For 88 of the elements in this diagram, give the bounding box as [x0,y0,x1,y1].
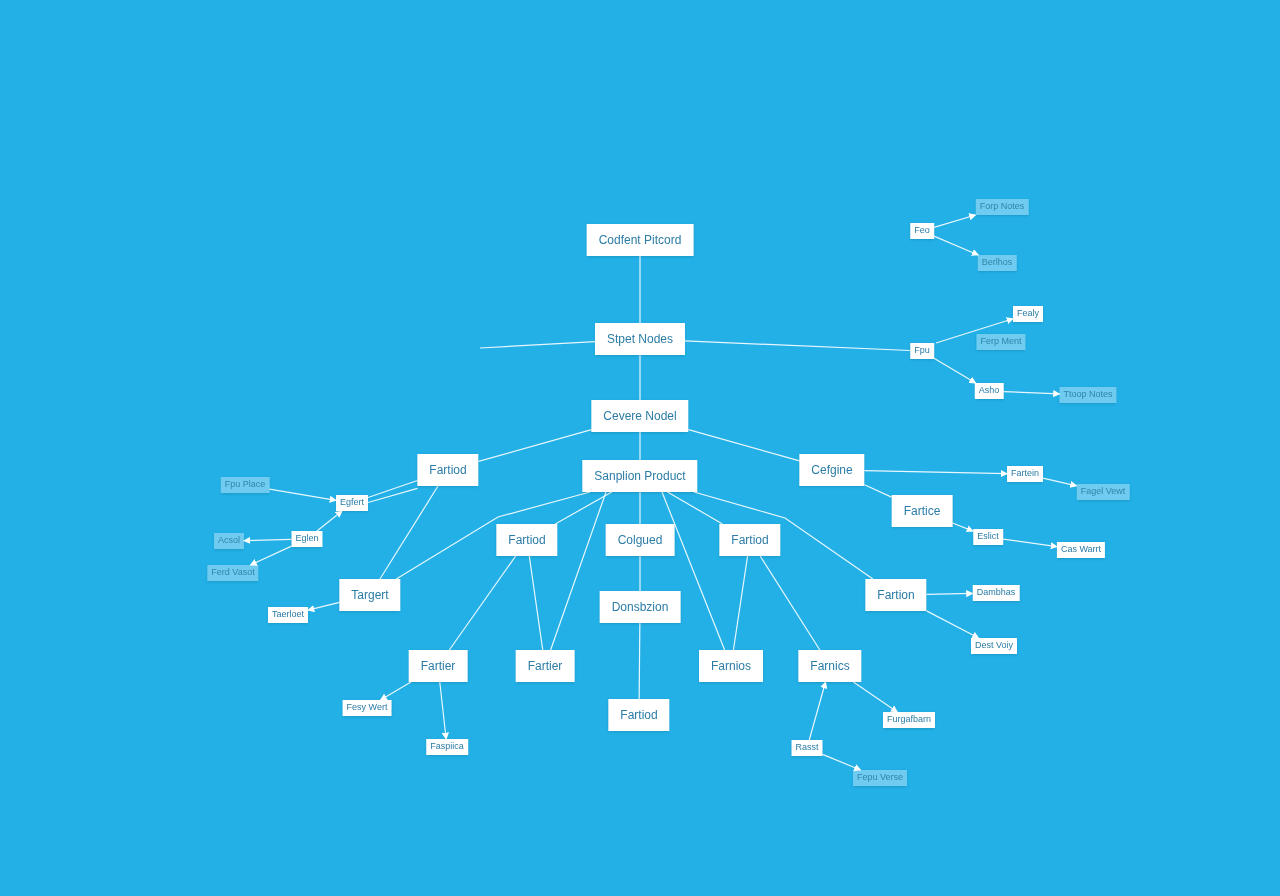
connector-line [639,555,641,592]
tag-box: Ferp Ment [976,334,1026,350]
connector-line [925,590,974,598]
node-box: Fartein [1007,466,1043,482]
connector-line [448,555,517,651]
connector-line [367,479,419,499]
connector-line [925,610,980,639]
node-box: Fealy [1013,306,1043,322]
node-box: Egfert [336,495,368,511]
node-box: Fpu [910,343,934,359]
connector-line [550,491,607,651]
node-box: Fartice [891,495,953,527]
node-box: Fesy Wert [342,700,392,716]
tag-box: Forp Notes [975,199,1029,215]
connector-line [935,317,1014,344]
connector-line [933,213,977,228]
tag-box: Berlhos [977,255,1017,271]
connector-line [379,681,412,701]
connector-line [863,469,1008,478]
node-box: Colgued [605,524,675,556]
connector-line [439,681,449,740]
connector-line [243,536,293,545]
node-box: Faspiica [426,739,468,755]
node-box: Asho [974,383,1004,399]
connector-line [528,555,544,651]
node-box: Farnios [699,650,763,682]
node-box: Fartiod [417,454,479,486]
node-box: Cevere Nodel [591,400,689,432]
connector-line [395,491,591,580]
connector-line [808,681,828,741]
node-box: Codfent Pitcord [586,224,694,256]
node-box: Cefgine [799,454,865,486]
node-box: Dest Voiy [971,638,1017,654]
node-box: Dambhas [972,585,1020,601]
connector-line [687,429,801,462]
node-box: Fartiod [719,524,781,556]
connector-line [479,340,596,349]
connector-line [249,545,293,566]
connector-line [666,491,724,525]
node-box: Cas Warrt [1056,542,1106,558]
node-box: Feo [910,223,934,239]
connector-line [759,555,821,651]
connector-line [933,235,980,256]
tag-box: Acsol [214,533,244,549]
connector-line [684,340,911,352]
tag-box: Fepu Verse [853,770,907,786]
connector-line [639,491,641,525]
connector-line [933,357,977,384]
node-box: Fartion [865,579,927,611]
connector-line [638,622,641,700]
connector-line [732,555,749,651]
tag-box: Ferd Vasot [207,565,259,581]
connector-line [693,491,874,580]
node-box: Donsbzion [599,591,681,623]
connector-line [1002,538,1058,550]
connector-line [639,255,641,324]
node-box: Fartier [408,650,468,682]
node-box: Rasst [791,740,823,756]
connector-line [951,522,974,533]
connector-line [852,681,899,713]
tag-box: Ttoop Notes [1059,387,1117,403]
node-box: Taerloet [268,607,308,623]
connector-line [554,491,613,525]
connector-line [1002,390,1061,398]
connector-line [639,431,641,461]
connector-line [268,488,337,503]
node-box: Fartier [515,650,575,682]
node-box: Eslict [973,529,1003,545]
connector-line [477,429,593,463]
connector-line [307,601,341,613]
node-box: Fartiod [496,524,558,556]
connector-line [1042,477,1078,488]
node-box: Furgafbarn [883,712,935,728]
connector-line [639,354,641,401]
node-box: Farnics [798,650,862,682]
tag-box: Fpu Place [220,477,270,493]
connector-line [661,491,726,651]
connector-line [863,484,893,498]
node-box: Targert [339,579,401,611]
connector-line [367,487,419,504]
connector-line [821,753,862,771]
node-box: Fartiod [608,699,670,731]
connector-line [316,510,343,532]
connector-line [379,485,439,580]
node-box: Sanplion Product [582,460,698,492]
tag-box: Fagel Vewt [1076,484,1130,500]
node-box: Stpet Nodes [595,323,685,355]
node-box: Eglen [291,531,323,547]
